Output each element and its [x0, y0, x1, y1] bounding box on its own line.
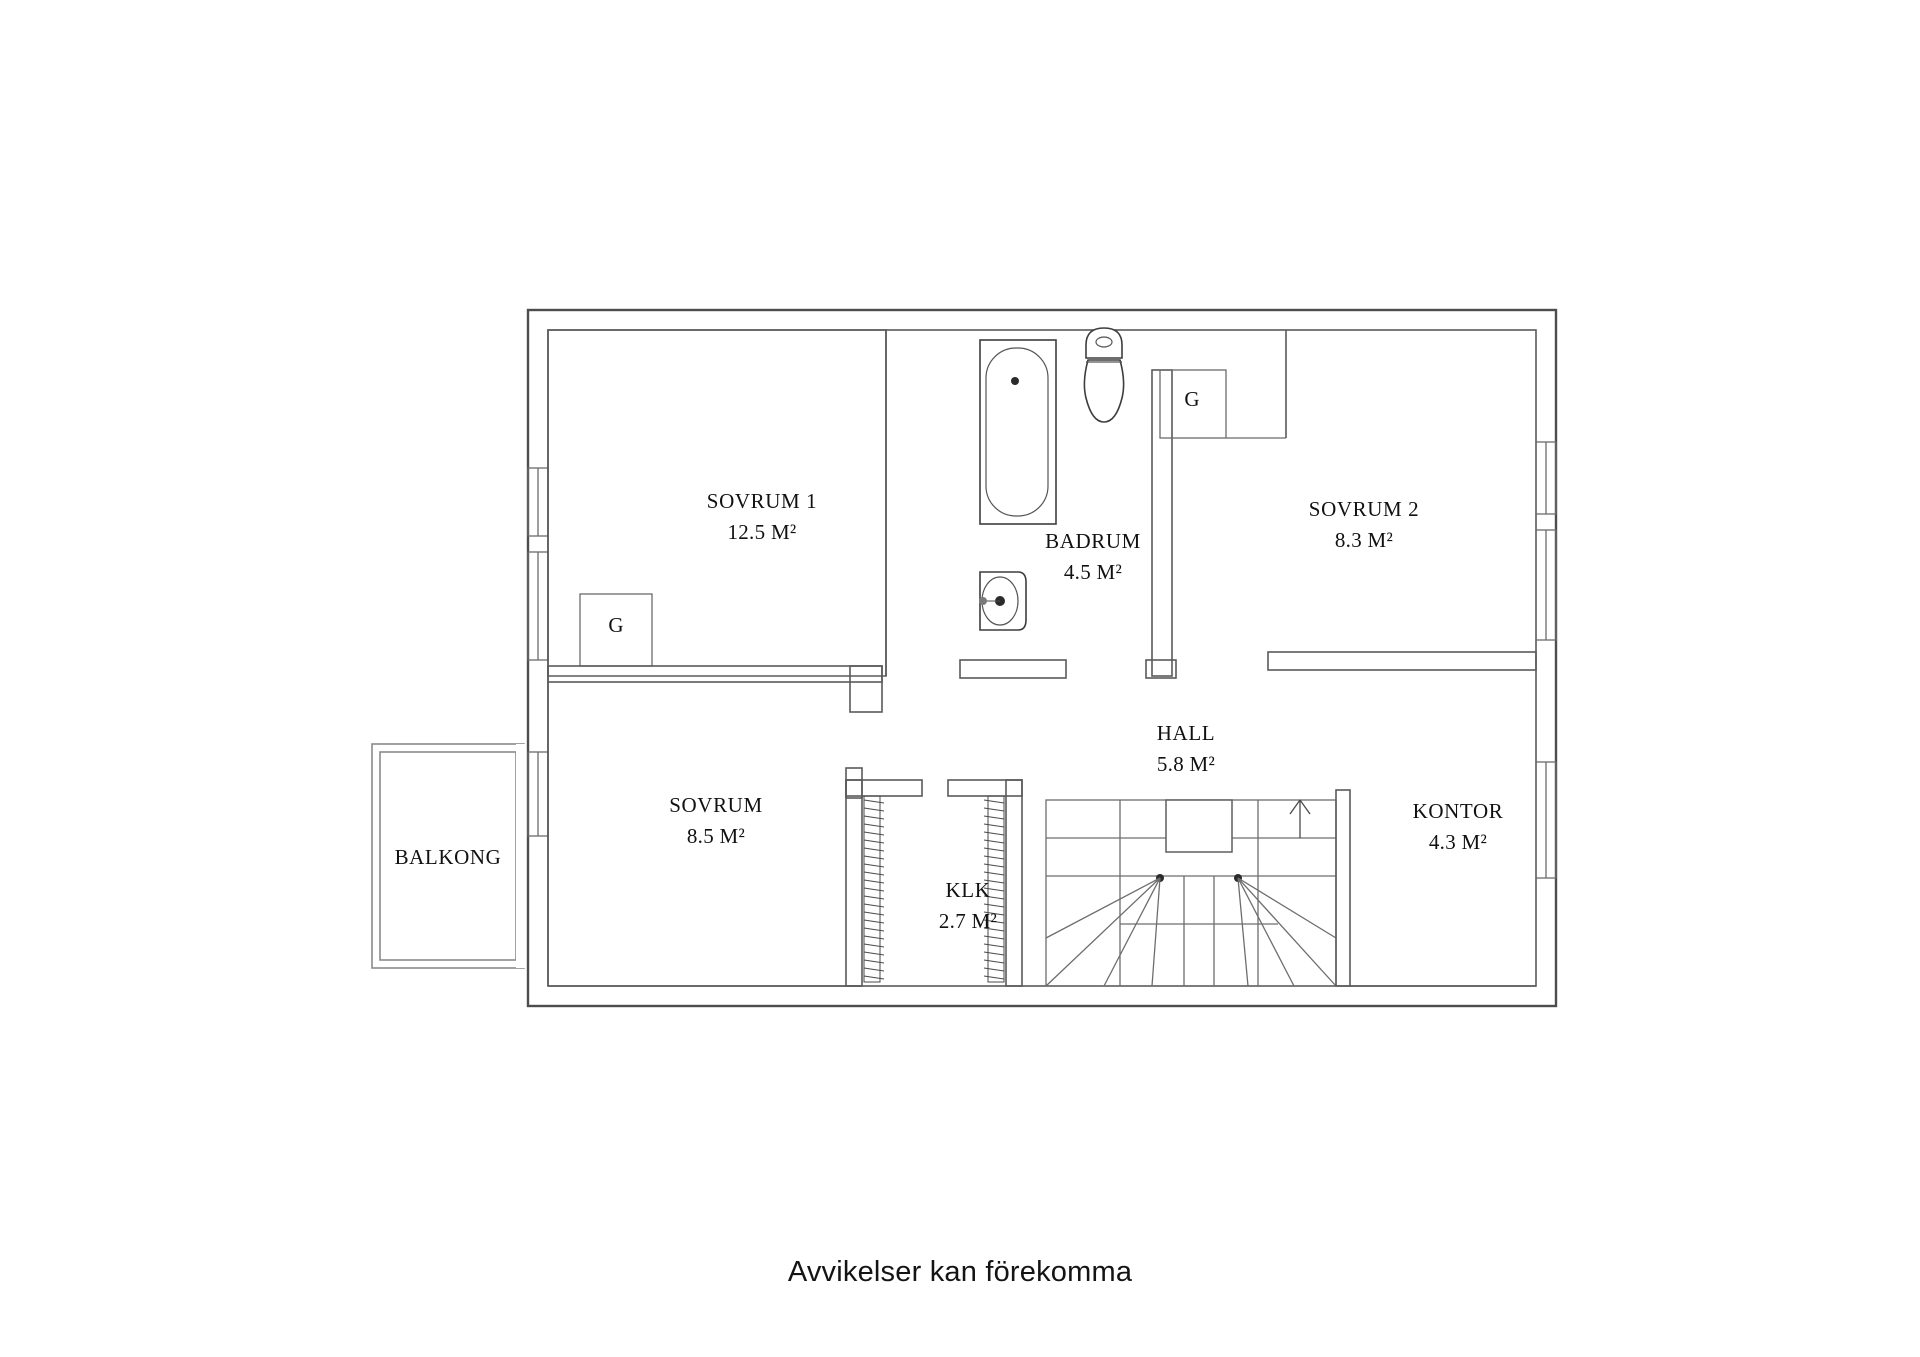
sink-icon — [979, 571, 1027, 631]
closet-right-box — [1159, 369, 1227, 439]
window-group-left — [527, 467, 549, 837]
room-badrum — [885, 327, 1177, 679]
badrum-right-wall — [1151, 369, 1173, 677]
stair-winder-left — [1045, 877, 1161, 987]
area-sovrum2: 8.3 M² — [1335, 528, 1393, 552]
klk-rod-right-hatch — [983, 799, 1005, 980]
bathtub-surround — [979, 339, 1057, 525]
area-klk: 2.7 M² — [939, 909, 997, 933]
toilet-cistern — [1085, 327, 1123, 359]
label-balkong: BALKONG — [395, 845, 502, 869]
toilet-icon — [1083, 327, 1125, 423]
klk-right-top-wall — [947, 779, 1023, 797]
sink-faucet-head — [979, 597, 987, 605]
stair-right-pier — [1335, 789, 1351, 987]
toilet-bowl — [1083, 359, 1125, 423]
bathtub-icon — [979, 339, 1057, 525]
klk-left-wall — [845, 779, 863, 987]
area-sovrum1: 12.5 M² — [727, 520, 796, 544]
klk-right-wall — [1005, 779, 1023, 987]
plan-disclaimer-caption: Avvikelser kan förekomma — [787, 1256, 1133, 1288]
label-sovrum2: SOVRUM 2 — [1309, 497, 1419, 521]
sovrum2-bottom-wall — [1267, 651, 1537, 671]
label-kontor: KONTOR — [1413, 799, 1504, 823]
klk-rod-left-track — [863, 795, 881, 983]
room-sovrum2 — [1267, 330, 1537, 671]
room-klk — [845, 767, 1023, 987]
label-badrum: BADRUM — [1045, 529, 1141, 553]
closet-left-label: G — [608, 613, 623, 637]
klk-rod-right — [983, 795, 1005, 983]
stair-landing-opening — [1165, 799, 1233, 853]
label-hall: HALL — [1157, 721, 1215, 745]
balcony-group — [371, 743, 526, 969]
room-sovrum3 — [547, 682, 860, 987]
stair-winder-right — [1237, 877, 1337, 987]
klk-rod-left-hatch — [863, 799, 885, 980]
mid-partition-door-jamb — [849, 665, 883, 713]
mid-partition-wall — [547, 665, 883, 683]
label-sovrum1: SOVRUM 1 — [707, 489, 817, 513]
badrum-bottom-wall-left — [959, 659, 1067, 679]
label-sovrum3: SOVRUM — [669, 793, 762, 817]
closet-left-group: G — [579, 593, 653, 667]
klk-left-top-wall — [845, 779, 923, 797]
area-kontor: 4.3 M² — [1429, 830, 1487, 854]
room-label-group: SOVRUM 1 12.5 M² BADRUM 4.5 M² SOVRUM 2 … — [395, 489, 1504, 933]
toilet-flush-button — [1095, 336, 1113, 348]
bathtub-basin — [985, 347, 1049, 517]
area-sovrum3: 8.5 M² — [687, 824, 745, 848]
closet-right-group: G — [1159, 369, 1286, 439]
window-group-right — [1535, 441, 1557, 879]
area-badrum: 4.5 M² — [1064, 560, 1122, 584]
balcony-wall-gap — [516, 744, 526, 968]
klk-left-jamb — [845, 767, 863, 799]
stair-up-arrow-icon — [1289, 799, 1311, 838]
staircase-group — [1045, 789, 1351, 987]
area-hall: 5.8 M² — [1157, 752, 1215, 776]
badrum-bottom-wall-right — [1145, 659, 1177, 679]
closet-right-label: G — [1184, 387, 1199, 411]
klk-rod-left — [863, 795, 885, 983]
label-klk: KLK — [946, 878, 991, 902]
mid-partition-group — [547, 665, 883, 713]
bathtub-drain — [1011, 377, 1019, 385]
